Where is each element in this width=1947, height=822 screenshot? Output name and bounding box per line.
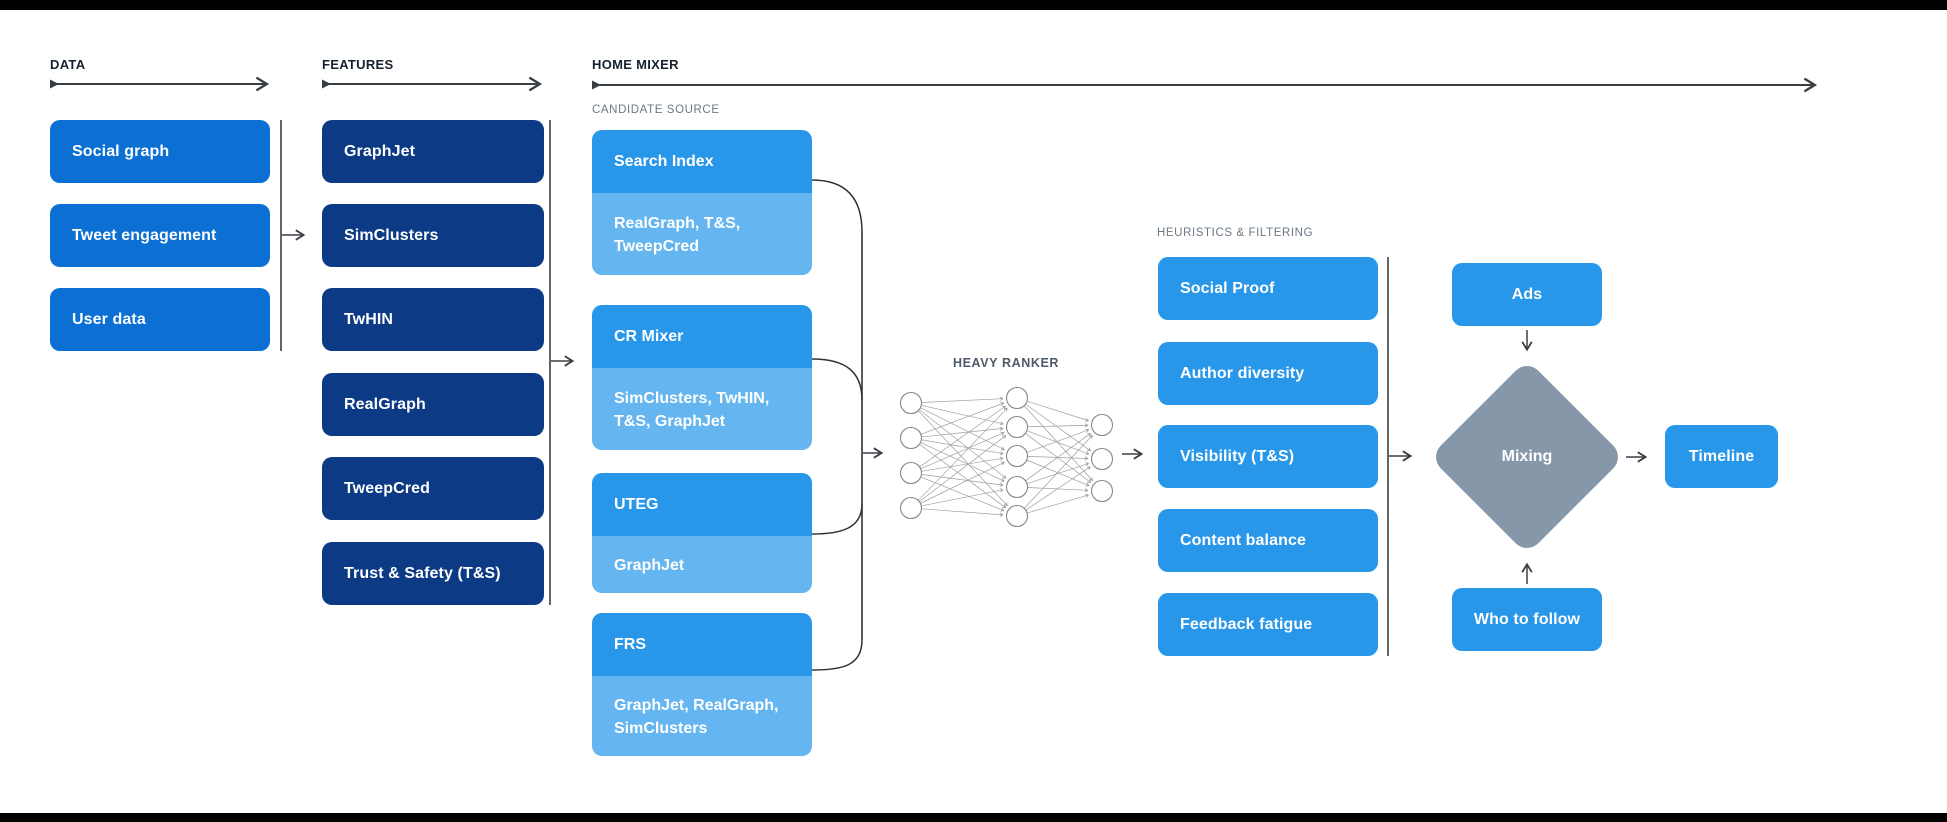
heuristics-filtering-label: HEURISTICS & FILTERING xyxy=(1157,227,1314,239)
candidate-source-title: CR Mixer xyxy=(592,305,812,368)
feature-box-tweepcred: TweepCred xyxy=(322,457,544,520)
data-box-user-data: User data xyxy=(50,288,270,351)
feature-box-realgraph: RealGraph xyxy=(322,373,544,436)
bottom-black-bar xyxy=(0,813,1947,822)
features-section-header: FEATURES xyxy=(322,57,394,72)
candidate-source-title: UTEG xyxy=(592,473,812,536)
ads-box: Ads xyxy=(1452,263,1602,326)
section-header-rules xyxy=(50,76,1818,93)
candidate-source-title: Search Index xyxy=(592,130,812,193)
heavy-ranker-label: HEAVY RANKER xyxy=(952,356,1060,370)
candidate-source-inputs: SimClusters, TwHIN, T&S, GraphJet xyxy=(592,368,812,450)
feature-box-graphjet: GraphJet xyxy=(322,120,544,183)
data-box-tweet-engagement: Tweet engagement xyxy=(50,204,270,267)
candidate-merge-curves xyxy=(811,179,863,671)
candidate-source-title: FRS xyxy=(592,613,812,676)
data-section-header: DATA xyxy=(50,57,86,72)
neural-network-illustration xyxy=(899,386,1114,528)
candidate-source-cr-mixer: CR Mixer SimClusters, TwHIN, T&S, GraphJ… xyxy=(592,305,812,450)
candidate-source-inputs: GraphJet, RealGraph, SimClusters xyxy=(592,676,812,756)
top-black-bar xyxy=(0,0,1947,10)
candidate-source-search-index: Search Index RealGraph, T&S, TweepCred xyxy=(592,130,812,275)
heuristic-box-content-balance: Content balance xyxy=(1158,509,1378,572)
heuristic-box-author-diversity: Author diversity xyxy=(1158,342,1378,405)
candidate-source-frs: FRS GraphJet, RealGraph, SimClusters xyxy=(592,613,812,756)
feature-box-simclusters: SimClusters xyxy=(322,204,544,267)
home-mixer-section-header: HOME MIXER xyxy=(592,57,679,72)
candidate-source-inputs: GraphJet xyxy=(592,536,812,593)
candidate-source-label: CANDIDATE SOURCE xyxy=(592,104,720,116)
candidate-source-uteg: UTEG GraphJet xyxy=(592,473,812,593)
heuristic-box-feedback-fatigue: Feedback fatigue xyxy=(1158,593,1378,656)
candidate-source-inputs: RealGraph, T&S, TweepCred xyxy=(592,193,812,275)
heuristic-box-visibility: Visibility (T&S) xyxy=(1158,425,1378,488)
mixing-diamond-label: Mixing xyxy=(1501,448,1553,465)
data-box-social-graph: Social graph xyxy=(50,120,270,183)
who-to-follow-box: Who to follow xyxy=(1452,588,1602,651)
feature-box-trust-safety: Trust & Safety (T&S) xyxy=(322,542,544,605)
feature-box-twhin: TwHIN xyxy=(322,288,544,351)
heuristic-box-social-proof: Social Proof xyxy=(1158,257,1378,320)
timeline-box: Timeline xyxy=(1665,425,1778,488)
